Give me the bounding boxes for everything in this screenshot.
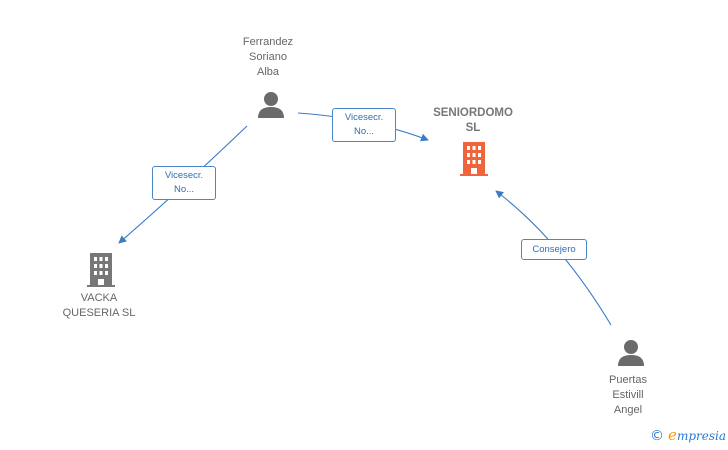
person-icon[interactable] bbox=[616, 338, 646, 368]
node-label-seniordomo[interactable]: SENIORDOMO SL bbox=[433, 107, 513, 134]
building-icon[interactable] bbox=[458, 141, 490, 177]
empresia-logo[interactable]: ©empresia bbox=[650, 426, 726, 444]
edge-label-ferrandez-seniordomo[interactable]: Vicesecr. No... bbox=[332, 108, 396, 142]
edge-label-ferrandez-vacka[interactable]: Vicesecr. No... bbox=[152, 166, 216, 200]
person-icon[interactable] bbox=[256, 90, 286, 120]
node-label-ferrandez[interactable]: Ferrandez Soriano Alba bbox=[242, 36, 294, 78]
node-label-puertas[interactable]: Puertas Estivill Angel bbox=[609, 374, 647, 416]
building-icon[interactable] bbox=[85, 252, 117, 288]
edge-label-puertas-seniordomo[interactable]: Consejero bbox=[521, 239, 587, 260]
copyright-icon: © bbox=[650, 428, 665, 444]
node-label-vacka[interactable]: VACKA QUESERIA SL bbox=[62, 292, 136, 319]
